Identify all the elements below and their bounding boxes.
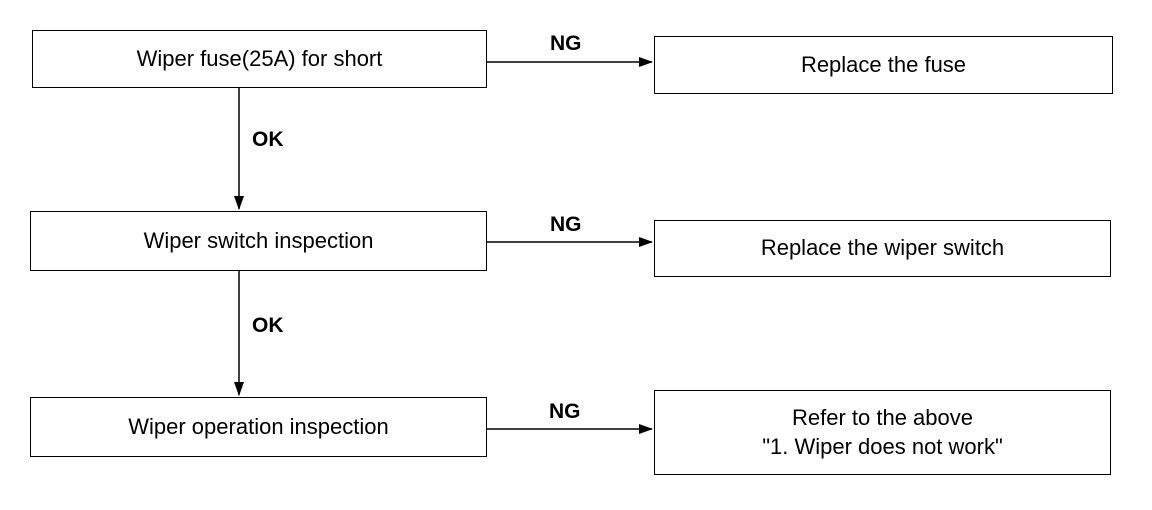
ok-label-2: OK — [252, 314, 284, 337]
result-box-replace-fuse: Replace the fuse — [654, 36, 1113, 94]
check-box-wiper-fuse: Wiper fuse(25A) for short — [32, 30, 487, 88]
result-box-replace-switch: Replace the wiper switch — [654, 220, 1111, 277]
result-text-refer-line-2: "1. Wiper does not work" — [762, 433, 1003, 459]
result-text-replace-fuse: Replace the fuse — [800, 51, 967, 77]
ng-label-2: NG — [550, 213, 582, 236]
result-text-replace-switch: Replace the wiper switch — [760, 235, 1005, 261]
check-box-wiper-operation: Wiper operation inspection — [30, 397, 487, 457]
ok-label-1: OK — [252, 128, 284, 151]
result-box-refer-above: Refer to the above "1. Wiper does not wo… — [654, 390, 1111, 475]
ng-label-3: NG — [549, 400, 581, 423]
check-text-wiper-operation: Wiper operation inspection — [128, 413, 389, 439]
check-text-wiper-fuse: Wiper fuse(25A) for short — [136, 45, 383, 71]
check-box-wiper-switch: Wiper switch inspection — [30, 211, 487, 271]
check-text-wiper-switch: Wiper switch inspection — [143, 227, 374, 253]
ng-label-1: NG — [550, 32, 582, 55]
result-text-refer-line-1: Refer to the above — [791, 404, 973, 430]
